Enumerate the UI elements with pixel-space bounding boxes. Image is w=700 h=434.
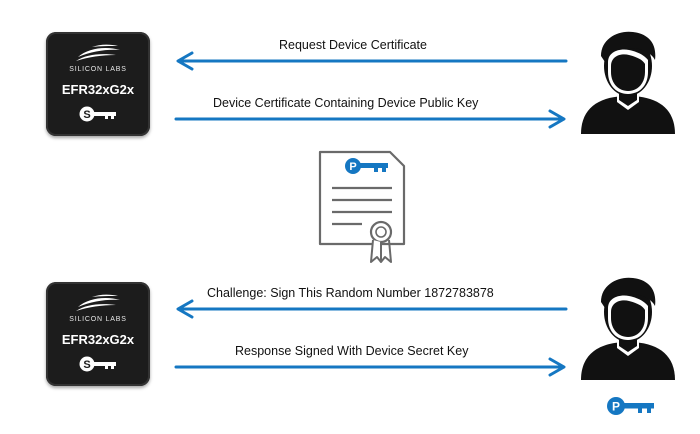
certificate-document-icon: P (318, 150, 406, 263)
secret-key-letter: S (83, 109, 90, 121)
label-challenge: Challenge: Sign This Random Number 18727… (207, 286, 494, 300)
secret-key-icon: S (79, 106, 116, 122)
person-bottom-icon (581, 277, 675, 380)
chip-model: EFR32xG2x (61, 82, 135, 97)
chip-bottom: SILICON LABS EFR32xG2x S (46, 282, 150, 386)
secret-key-icon: S (79, 356, 116, 372)
public-key-icon: P (607, 397, 654, 415)
chip-top: SILICON LABS EFR32xG2x S (46, 32, 150, 136)
label-request-certificate: Request Device Certificate (279, 38, 427, 52)
arrow-request-certificate (176, 51, 568, 71)
arrow-response (174, 357, 566, 377)
label-response: Response Signed With Device Secret Key (235, 344, 469, 358)
chip-brand: SILICON LABS (69, 66, 127, 73)
secret-key-letter: S (83, 359, 90, 371)
label-certificate-reply: Device Certificate Containing Device Pub… (213, 96, 479, 110)
chip-model: EFR32xG2x (61, 332, 135, 347)
person-top-icon (581, 31, 675, 134)
public-key-letter: P (612, 400, 620, 414)
silicon-labs-logo-icon (76, 44, 120, 61)
arrow-certificate-reply (174, 109, 566, 129)
certificate-key-letter: P (349, 161, 356, 173)
chip-brand: SILICON LABS (69, 316, 127, 323)
certificate-public-key-icon: P (345, 158, 388, 174)
arrow-challenge (176, 299, 568, 319)
silicon-labs-logo-icon (76, 294, 120, 311)
